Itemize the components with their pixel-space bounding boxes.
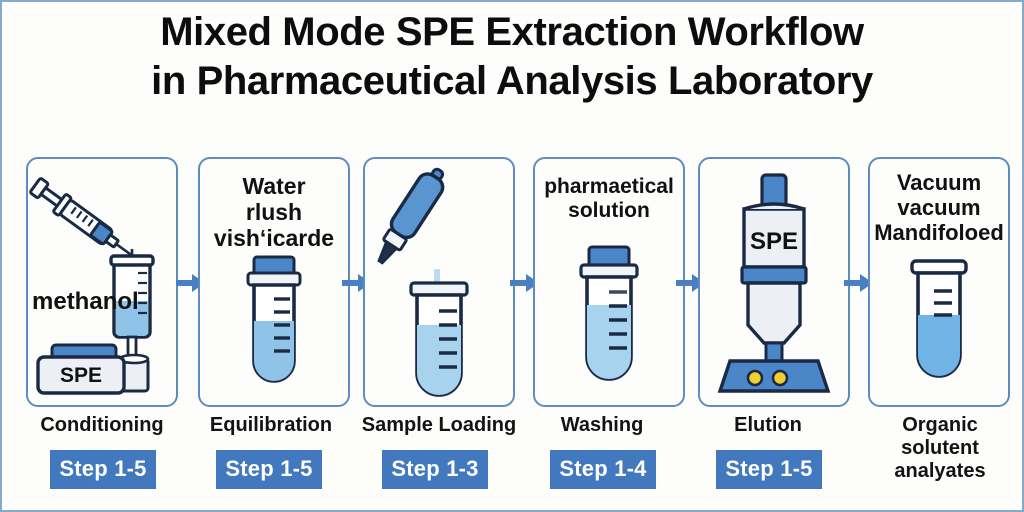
indicator-light-1 <box>746 369 764 387</box>
step-badge-equilibration[interactable]: Step 1-5 <box>216 450 322 489</box>
methanol-label: methanol <box>32 288 139 315</box>
step-badge-sample-loading[interactable]: Step 1-3 <box>382 450 488 489</box>
workflow-steps-strip: SPE methanol Water rlush vish‘icarde <box>2 157 1024 407</box>
indicator-light-2 <box>771 369 789 387</box>
step-badge-elution[interactable]: Step 1-5 <box>716 450 822 489</box>
spe-cartridge-label: SPE <box>750 228 798 255</box>
capped-test-tube-icon <box>579 245 639 381</box>
caption-line: pharmaetical solution <box>544 175 674 222</box>
pipette-test-tube-icon <box>377 167 469 397</box>
step-label-collection: Organic solutent analyates <box>894 414 986 482</box>
capped-test-tube-icon <box>246 255 302 383</box>
panel-caption-collection: Vacuum vacuum Mandifoloed <box>874 170 1004 246</box>
spe-manifold-device-icon: SPE <box>717 173 831 393</box>
panel-caption-washing: pharmaetical solution <box>539 175 679 222</box>
arrow-1 <box>176 273 206 293</box>
step-badge-washing[interactable]: Step 1-4 <box>550 450 656 489</box>
open-test-tube-icon <box>910 259 968 378</box>
step-panel-equilibration[interactable]: Water rlush vish‘icarde <box>198 157 350 407</box>
step-label-elution: Elution <box>734 414 802 436</box>
arrow-5 <box>844 273 874 293</box>
step-panel-collection[interactable]: Vacuum vacuum Mandifoloed <box>868 157 1010 407</box>
syringe-spe-cartridge-icon: SPE methanol <box>29 177 155 395</box>
step-panel-conditioning[interactable]: SPE methanol <box>26 157 178 407</box>
step-label-sample-loading: Sample Loading <box>361 414 517 436</box>
step-label-equilibration: Equilibration <box>209 414 333 436</box>
title-line-1: Mixed Mode SPE Extraction Workflow <box>160 10 864 54</box>
arrow-4 <box>676 273 706 293</box>
step-panel-washing[interactable]: pharmaetical solution <box>533 157 685 407</box>
step-panel-sample-loading[interactable] <box>363 157 515 407</box>
step-badge-conditioning[interactable]: Step 1-5 <box>50 450 156 489</box>
caption-line: Vacuum vacuum Mandifoloed <box>874 170 1004 245</box>
arrow-3 <box>510 273 540 293</box>
spe-box-label: SPE <box>60 364 102 387</box>
step-label-conditioning: Conditioning <box>40 414 164 436</box>
step-label-washing: Washing <box>560 414 644 436</box>
step-panel-elution[interactable]: SPE <box>698 157 850 407</box>
caption-line: Water rlush vish‘icarde <box>213 173 335 251</box>
title-line-2: in Pharmaceutical Analysis Laboratory <box>151 59 873 104</box>
page-title: Mixed Mode SPE Extraction Workflow in Ph… <box>2 8 1022 106</box>
panel-caption-equilibration: Water rlush vish‘icarde <box>204 173 344 251</box>
